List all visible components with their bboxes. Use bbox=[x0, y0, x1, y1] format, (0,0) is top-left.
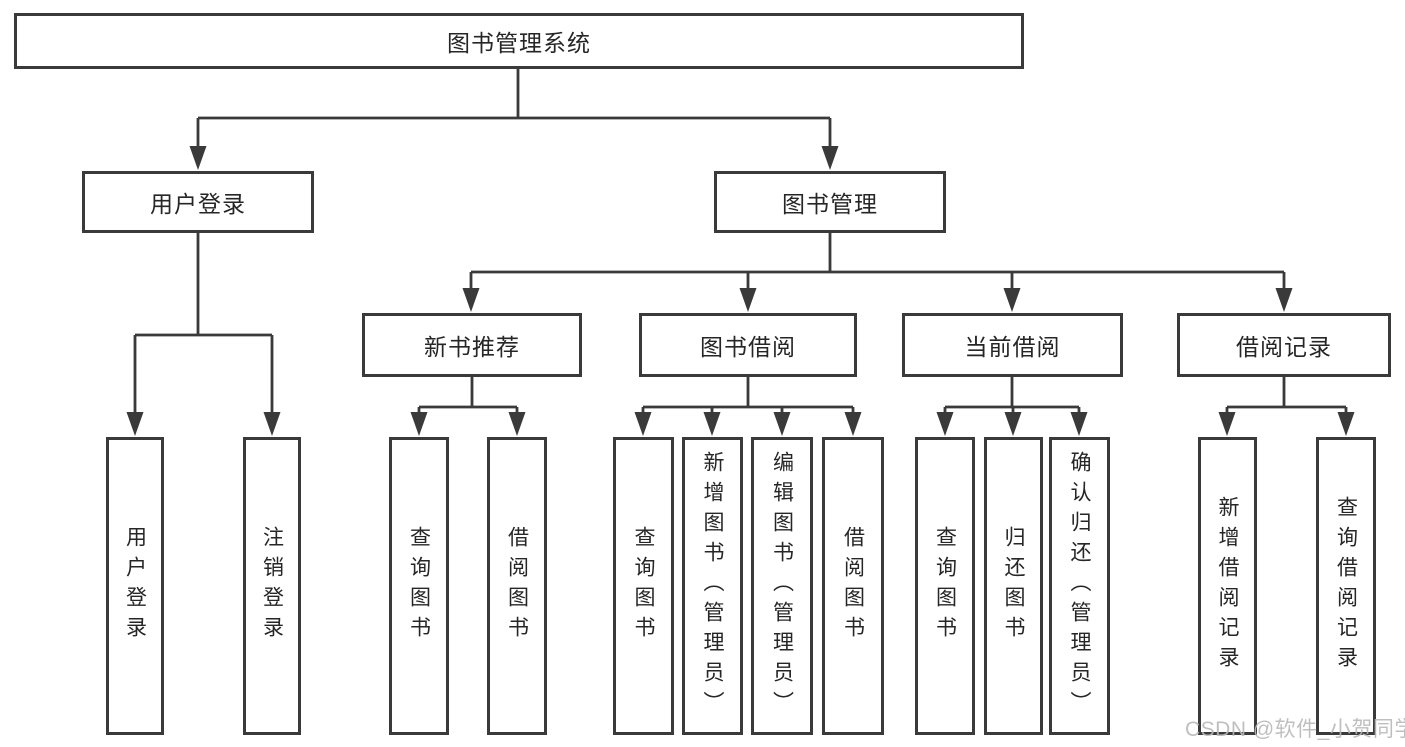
node-label: 新增图书（管理员） bbox=[701, 451, 725, 721]
connector-book-borrow-split bbox=[634, 377, 862, 436]
leaf-current-confirm-admin: 确认归还（管理员） bbox=[1049, 437, 1110, 735]
node-label: 归还图书 bbox=[1002, 526, 1026, 646]
node-label: 确认归还（管理员） bbox=[1068, 451, 1092, 721]
leaf-current-query: 查询图书 bbox=[915, 437, 975, 735]
connector-borrow-record-split bbox=[1218, 377, 1355, 436]
node-label: 查询借阅记录 bbox=[1334, 496, 1358, 676]
leaf-borrow-add-admin: 新增图书（管理员） bbox=[682, 437, 743, 735]
node-label: 用户登录 bbox=[123, 526, 147, 646]
connector-current-borrow-split bbox=[936, 377, 1088, 436]
leaf-newbook-borrow: 借阅图书 bbox=[487, 437, 547, 735]
node-new-book: 新书推荐 bbox=[362, 313, 582, 377]
leaf-record-add: 新增借阅记录 bbox=[1198, 437, 1257, 735]
node-label: 查询图书 bbox=[407, 526, 431, 646]
leaf-borrow-borrow: 借阅图书 bbox=[822, 437, 884, 735]
leaf-borrow-query: 查询图书 bbox=[613, 437, 674, 735]
node-label: 借阅记录 bbox=[1236, 334, 1332, 360]
leaf-current-return: 归还图书 bbox=[984, 437, 1043, 735]
csdn-watermark: CSDN @软件_小贺同学 bbox=[1185, 718, 1405, 741]
node-label: 图书借阅 bbox=[700, 334, 796, 360]
connector-user-login-split bbox=[126, 233, 281, 436]
node-label: 新增借阅记录 bbox=[1216, 496, 1240, 676]
leaf-logout: 注销登录 bbox=[243, 437, 301, 735]
connector-new-book-split bbox=[410, 377, 526, 436]
node-user-login: 用户登录 bbox=[82, 171, 314, 233]
node-label: 编辑图书（管理员） bbox=[770, 451, 794, 721]
node-label: 借阅图书 bbox=[841, 526, 865, 646]
node-label: 查询图书 bbox=[632, 526, 656, 646]
connector-book-mgmt-split bbox=[462, 233, 1293, 312]
node-label: 注销登录 bbox=[260, 526, 284, 646]
node-borrow-record: 借阅记录 bbox=[1177, 313, 1391, 377]
node-book-borrow: 图书借阅 bbox=[639, 313, 857, 377]
node-label: 查询图书 bbox=[933, 526, 957, 646]
node-book-mgmt: 图书管理 bbox=[714, 171, 946, 233]
node-root: 图书管理系统 bbox=[14, 13, 1024, 69]
node-label: 当前借阅 bbox=[964, 334, 1061, 360]
leaf-user-login: 用户登录 bbox=[106, 437, 164, 735]
node-label: 图书管理系统 bbox=[447, 30, 591, 56]
leaf-newbook-query: 查询图书 bbox=[389, 437, 449, 735]
node-label: 新书推荐 bbox=[424, 334, 520, 360]
leaf-record-query: 查询借阅记录 bbox=[1316, 437, 1376, 735]
connector-root-split bbox=[189, 69, 839, 170]
node-label: 图书管理 bbox=[782, 191, 878, 217]
leaf-borrow-edit-admin: 编辑图书（管理员） bbox=[751, 437, 813, 735]
node-current-borrow: 当前借阅 bbox=[902, 313, 1123, 377]
node-label: 用户登录 bbox=[150, 191, 246, 217]
node-label: 借阅图书 bbox=[505, 526, 529, 646]
